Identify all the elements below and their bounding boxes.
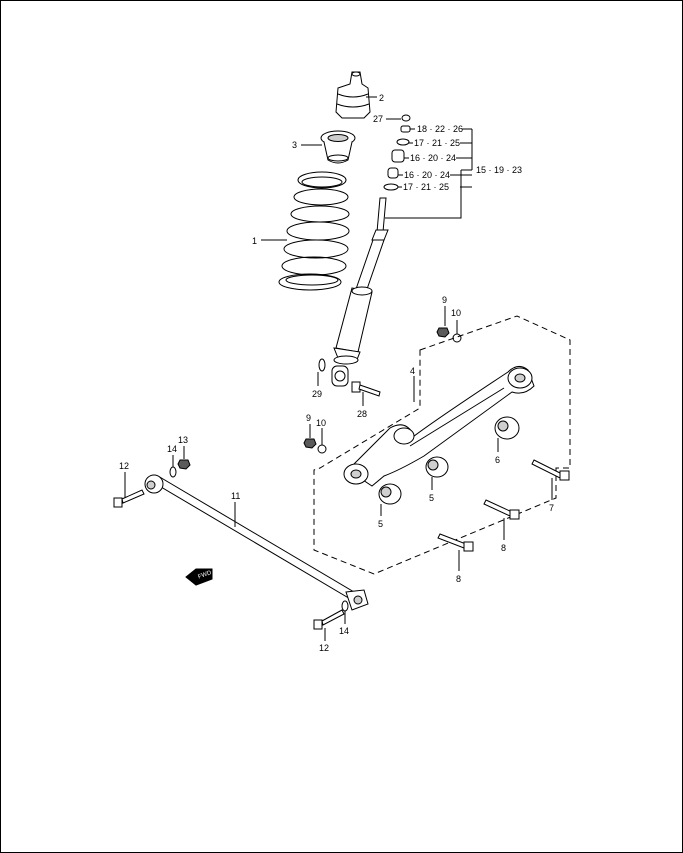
- nut-9-upper-part: [436, 327, 450, 338]
- label-part-5-right: 5: [429, 493, 434, 503]
- shock-absorber-part: [331, 197, 389, 387]
- label-part-2: 2: [379, 93, 384, 103]
- label-part-14-right: 14: [339, 626, 349, 636]
- bolt-12-left-part: [113, 489, 145, 508]
- washer-14-left-part: [169, 466, 177, 478]
- washer-10-upper-part: [452, 333, 462, 343]
- label-part-5-left: 5: [378, 519, 383, 529]
- callout-labels: 2 3 1 27 18 · 22 · 26 17 · 21 · 25 16 · …: [119, 93, 554, 653]
- assembly-boundary: [313, 315, 571, 575]
- label-part-6: 6: [495, 455, 500, 465]
- label-parts-15-19-23: 15 · 19 · 23: [476, 165, 522, 175]
- label-parts-17-21-25-a: 17 · 21 · 25: [414, 138, 460, 148]
- label-part-10-lower: 10: [316, 418, 326, 428]
- nut-9-lower-part: [303, 438, 317, 449]
- coil-spring-part: [278, 171, 350, 291]
- washer-14-right-part: [341, 600, 349, 612]
- bolt-7-part: [531, 459, 570, 481]
- label-part-10-upper: 10: [451, 308, 461, 318]
- fwd-text: FWD: [197, 570, 213, 581]
- label-part-29: 29: [312, 389, 322, 399]
- label-part-8-lower: 8: [456, 574, 461, 584]
- label-part-28: 28: [357, 409, 367, 419]
- label-parts-18-22-26: 18 · 22 · 26: [417, 124, 463, 134]
- label-part-7: 7: [549, 503, 554, 513]
- label-parts-16-20-24-b: 16 · 20 · 24: [404, 170, 450, 180]
- nut-13-part: [177, 459, 191, 470]
- leader-lines: [124, 96, 553, 641]
- label-part-27: 27: [373, 114, 383, 124]
- label-part-9-lower: 9: [306, 413, 311, 423]
- label-part-9-upper: 9: [442, 295, 447, 305]
- label-part-13: 13: [178, 435, 188, 445]
- lateral-rod-part: [144, 474, 369, 611]
- label-part-12-right: 12: [319, 643, 329, 653]
- label-part-12-left: 12: [119, 461, 129, 471]
- washer-10-lower-part: [317, 444, 327, 454]
- label-parts-17-21-25-b: 17 · 21 · 25: [403, 182, 449, 192]
- label-part-3: 3: [292, 140, 297, 150]
- label-part-4: 4: [410, 366, 415, 376]
- label-parts-16-20-24-a: 16 · 20 · 24: [410, 153, 456, 163]
- bolt-8a-part: [483, 499, 520, 520]
- lower-arm-part: [343, 366, 535, 487]
- label-part-8-upper: 8: [501, 543, 506, 553]
- bolt-28-part: [351, 381, 381, 397]
- label-part-1: 1: [252, 236, 257, 246]
- bolt-8b-part: [437, 533, 474, 552]
- bushing-5a-part: [378, 483, 402, 505]
- fwd-arrow-icon: FWD: [185, 568, 213, 586]
- label-part-11: 11: [231, 491, 240, 501]
- bump-stop-part: [335, 71, 371, 119]
- spring-seat-part: [320, 130, 356, 164]
- bushing-5b-part: [425, 456, 449, 478]
- bushing-6-part: [494, 416, 520, 440]
- washer-29-part: [318, 358, 326, 372]
- bolt-12-right-part: [313, 609, 345, 630]
- label-part-14-left: 14: [167, 444, 177, 454]
